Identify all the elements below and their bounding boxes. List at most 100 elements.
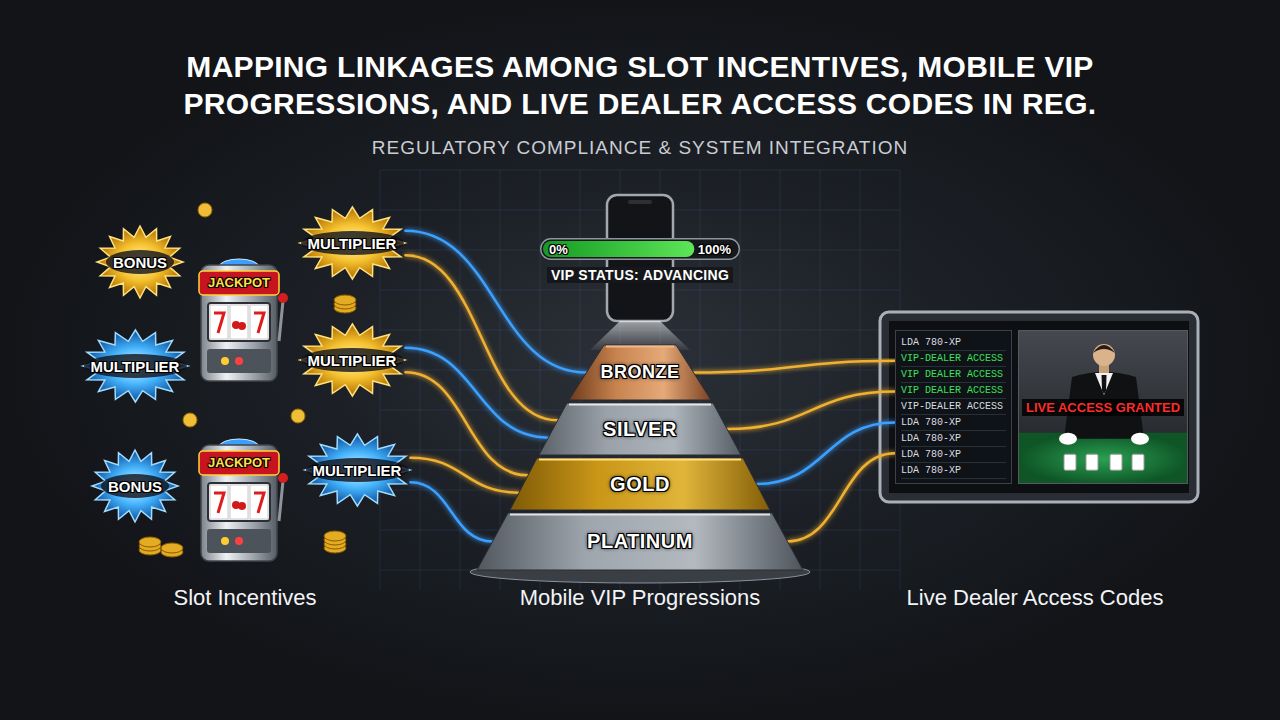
tier-label: PLATINUM — [587, 530, 693, 553]
cherry-symbol — [238, 502, 246, 510]
slot-reel-window — [208, 303, 270, 341]
starburst-shape — [92, 450, 178, 522]
access-code: LDA 780-XP — [901, 415, 1006, 431]
seven-symbol — [214, 313, 224, 333]
monitor-frame — [880, 312, 1198, 502]
slot-lever-knob — [278, 293, 288, 303]
access-code: VIP-DEALER ACCESS — [901, 351, 1006, 367]
starburst-shape — [300, 207, 405, 279]
slot-reel — [210, 485, 228, 519]
label-ground — [101, 474, 169, 498]
slot-button — [221, 357, 229, 365]
access-code: VIP DEALER ACCESS — [901, 367, 1006, 383]
link-line — [727, 392, 895, 429]
slot-reel — [230, 485, 248, 519]
seven-symbol — [214, 493, 224, 513]
progress-bar: 0%100% — [540, 238, 740, 260]
tier-trapezoid — [569, 345, 711, 400]
slot-lever — [279, 481, 283, 521]
grid-line — [380, 170, 900, 171]
starburst-shape — [97, 226, 183, 298]
burst-label: MULTIPLIER — [308, 235, 397, 252]
coin — [139, 537, 161, 547]
coin — [334, 295, 356, 305]
seven-symbol — [254, 313, 264, 333]
label-ground — [301, 348, 404, 372]
slot-button — [235, 537, 243, 545]
vip-tier: BRONZE — [569, 345, 711, 400]
tier-rim — [539, 459, 741, 461]
coin — [324, 531, 346, 541]
label-ground — [306, 458, 409, 482]
starburst-shape — [83, 330, 188, 402]
status-text: VIP STATUS: ADVANCING — [547, 267, 733, 283]
tier-label: SILVER — [603, 418, 677, 441]
coin — [198, 203, 212, 217]
live-dealer-feed: LIVE ACCESS GRANTED — [1018, 330, 1188, 484]
playing-card — [1132, 454, 1144, 470]
incentive-burst: MULTIPLIER — [304, 433, 411, 507]
coin — [183, 413, 197, 427]
link-line — [405, 348, 548, 438]
starburst-shape — [300, 324, 405, 396]
label-ground — [301, 231, 404, 255]
decor-shape — [380, 170, 900, 590]
incentive-burst: MULTIPLIER — [299, 323, 406, 397]
link-line — [405, 231, 586, 373]
burst-label: BONUS — [108, 478, 162, 495]
dealer-tie — [1102, 375, 1107, 394]
access-code: LDA 780-XP — [901, 447, 1006, 463]
access-status: LIVE ACCESS GRANTED — [1022, 399, 1184, 416]
access-code: LDA 780-XP — [901, 463, 1006, 479]
slot-reel — [250, 305, 268, 339]
tier-trapezoid — [477, 513, 803, 570]
slot-lever — [279, 301, 283, 341]
slot-machine: JACKPOT — [195, 257, 291, 387]
progress-track-shape — [541, 239, 740, 260]
jackpot-sign-text: JACKPOT — [199, 451, 279, 475]
coin — [291, 409, 305, 423]
phone-notch — [628, 200, 652, 204]
access-code: LDA 780-XP — [901, 335, 1006, 351]
link-line — [788, 453, 896, 541]
title: MAPPING LINKAGES AMONG SLOT INCENTIVES, … — [60, 48, 1220, 122]
access-code: VIP-DEALER ACCESS — [901, 399, 1006, 415]
tier-label: GOLD — [610, 473, 670, 496]
playing-card — [1064, 454, 1076, 470]
slot-reel — [210, 305, 228, 339]
slot-panel — [207, 349, 271, 373]
slot-reel — [230, 305, 248, 339]
slot-reel — [250, 485, 268, 519]
jackpot-sign-text: JACKPOT — [199, 271, 279, 295]
seven-symbol — [254, 493, 264, 513]
cherry-symbol — [238, 322, 246, 330]
dealer-head — [1093, 344, 1115, 366]
playing-card — [1110, 454, 1122, 470]
grid-line — [860, 170, 861, 590]
dealer-glove — [1059, 433, 1077, 445]
burst-label: BONUS — [113, 254, 167, 271]
tier-label: BRONZE — [601, 362, 680, 383]
tier-rim — [510, 514, 770, 516]
burst-label: MULTIPLIER — [91, 358, 180, 375]
slot-panel — [207, 529, 271, 553]
vip-tier: GOLD — [510, 458, 770, 510]
dealer-glove — [1131, 433, 1149, 445]
column-label: Slot Incentives — [173, 585, 316, 611]
studio-backdrop — [1019, 331, 1188, 484]
link-line — [410, 482, 492, 541]
column-label: Mobile VIP Progressions — [520, 585, 761, 611]
burst-label: MULTIPLIER — [313, 462, 402, 479]
tier-rim — [606, 346, 674, 348]
slot-sign — [199, 271, 279, 295]
burst-label: MULTIPLIER — [308, 352, 397, 369]
monitor-screen — [889, 321, 1189, 493]
link-line — [405, 372, 528, 475]
access-code: LDA 780-XP — [901, 431, 1006, 447]
label-ground — [106, 250, 174, 274]
incentive-burst: MULTIPLIER — [82, 329, 189, 403]
access-code: VIP DEALER ACCESS — [901, 383, 1006, 399]
progress-value: 0% — [549, 242, 568, 257]
link-line — [694, 361, 896, 373]
